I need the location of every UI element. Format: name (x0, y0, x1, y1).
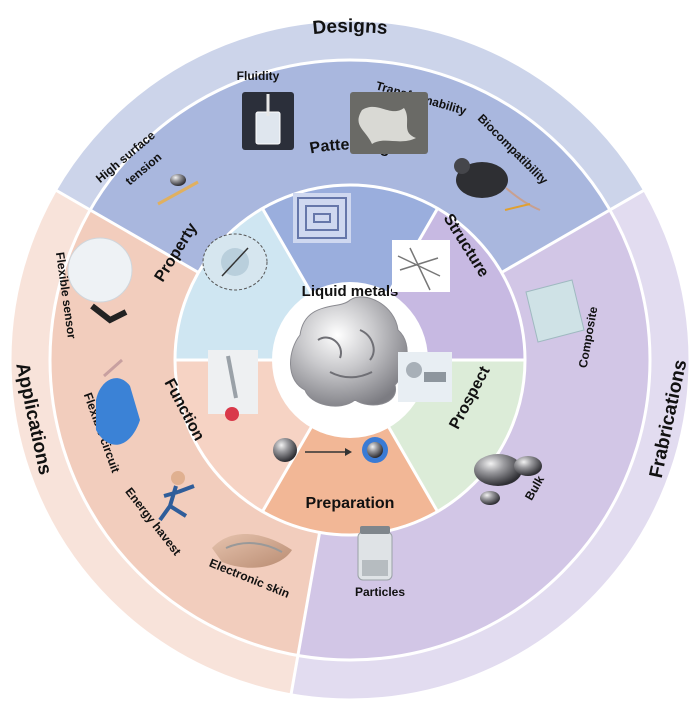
liquid-metal-blob-image (290, 296, 408, 407)
preparation-image (273, 437, 388, 463)
bulk-image (474, 454, 542, 505)
prospect-image (398, 352, 452, 402)
designs-title: Designs (312, 16, 389, 39)
preparation-sector (262, 422, 438, 535)
particles-label: Particles (355, 585, 405, 599)
mouse-image (454, 158, 541, 211)
transformability-image (350, 92, 428, 154)
fluidity-image (242, 92, 294, 150)
preparation-label: Preparation (306, 495, 395, 512)
surface-tension-image (157, 174, 199, 206)
designs-middle-band (90, 60, 610, 273)
designs-outer-band (55, 20, 645, 210)
separator-line (289, 532, 322, 696)
fabrications-outer-band (290, 190, 690, 700)
separator-line (261, 207, 316, 299)
flexible-circuit-image (96, 358, 140, 445)
patterning-image (293, 193, 351, 243)
separator-line (500, 188, 646, 274)
separator-line (384, 421, 439, 513)
energy-harvest-image (158, 471, 195, 522)
structure-image (392, 240, 450, 292)
particles-image (357, 526, 393, 581)
composite-image (525, 279, 585, 343)
electronic-skin-image (212, 533, 292, 568)
separator-line (54, 188, 200, 274)
center-title: Liquid metals (302, 283, 399, 300)
separator-line (261, 421, 316, 513)
function-image (208, 350, 258, 421)
flexible-sensor-image (67, 237, 133, 324)
property-image (202, 233, 268, 291)
fluidity-label: Fluidity (237, 69, 280, 83)
